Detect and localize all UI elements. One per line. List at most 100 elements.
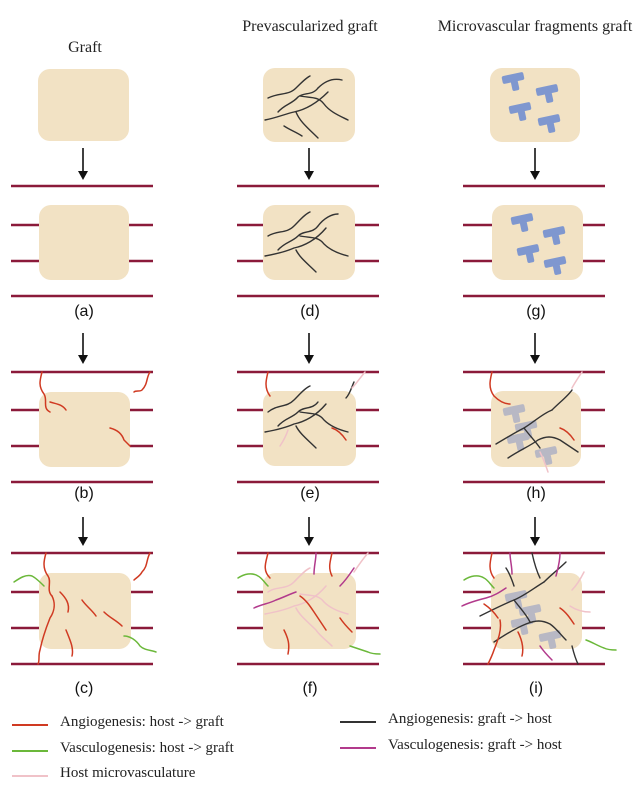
vasculogenesis-graft-host [555, 552, 561, 577]
vasculogenesis-vessel [13, 574, 45, 587]
graft-network-implanted [264, 211, 349, 273]
graft-vessel [264, 403, 327, 433]
angiogenesis-sprout [331, 427, 347, 441]
panel-label-g: (g) [526, 303, 546, 320]
graft-vessel [493, 620, 567, 643]
down-arrow [530, 148, 540, 180]
legend-label: Angiogenesis: graft -> host [388, 711, 552, 727]
angiogenesis-sprout [43, 552, 53, 597]
fragment-bar [534, 446, 558, 458]
fragment-bar [543, 256, 567, 268]
panel-label-i: (i) [528, 680, 544, 697]
graft-vessel [264, 91, 329, 121]
fragment-stem [546, 121, 556, 133]
graft-vessel [551, 389, 573, 411]
angiogenesis-sprout [109, 427, 131, 447]
arrow-head [304, 537, 314, 546]
graft-vessel [523, 427, 541, 449]
microvascular-fragment [535, 84, 559, 103]
graft-vessel [267, 75, 311, 99]
microvascular-fragment [501, 72, 525, 91]
angiogenesis-sprout [328, 552, 333, 577]
graft-vessel [267, 385, 311, 413]
host-microvessel [267, 567, 311, 593]
angiogenesis-sprout [517, 631, 524, 657]
arrow-head [530, 355, 540, 364]
angiogenesis-sprout [299, 595, 327, 631]
fragment-bar [508, 102, 532, 114]
microvascular-fragment [537, 114, 561, 133]
fragment-bar [510, 213, 534, 225]
host-microvessel [571, 571, 585, 591]
graft-vessel [299, 235, 349, 257]
arrow-head [78, 355, 88, 364]
microvascular-fragment [504, 590, 528, 609]
fragment-stem [544, 91, 554, 103]
vasculogenesis-vessel [585, 639, 617, 651]
arrow-head [530, 537, 540, 546]
column-heading-graft: Graft [68, 39, 102, 56]
arrow-head [530, 171, 540, 180]
vasculogenesis-graft-host [339, 567, 355, 587]
graft-network-initial [264, 75, 349, 139]
host-microvessel [539, 451, 549, 473]
fragment-bar [516, 244, 540, 256]
fragment-stem [525, 251, 535, 263]
legend-swatch [12, 750, 48, 752]
microvascular-fragment [508, 102, 532, 121]
fragment-stem [517, 109, 527, 121]
graft-vessel [267, 211, 311, 237]
legend-label: Vasculogenesis: host -> graft [60, 740, 234, 756]
angiogenesis-sprout [265, 371, 271, 397]
host-microvessel [264, 585, 327, 615]
angiogenesis-sprout [483, 603, 499, 619]
microvascular-fragment [502, 404, 526, 423]
fragment-bar [502, 404, 526, 416]
angiogenesis-sprout [37, 595, 55, 665]
graft-vessel [299, 95, 349, 121]
graft-vessel [571, 645, 579, 665]
microvascular-fragment [506, 432, 530, 451]
arrow-head [78, 171, 88, 180]
down-arrow [530, 333, 540, 364]
graft-vessel [277, 87, 319, 113]
vasculogenesis-graft-host [509, 552, 513, 575]
panel-label-e: (e) [300, 485, 320, 502]
angiogenesis-sprout [489, 371, 511, 405]
graft-vessel [317, 213, 339, 227]
host-microvessel [299, 593, 349, 615]
host-microvessel [351, 371, 366, 389]
column-heading-microvascular: Microvascular fragments graft [437, 18, 633, 35]
panel-label-a: (a) [74, 303, 94, 320]
fragment-stem [547, 637, 557, 649]
legend-label: Angiogenesis: host -> graft [60, 714, 224, 730]
fragment-stem [515, 439, 525, 451]
angiogenesis-sprout [65, 629, 74, 657]
arrow-head [304, 171, 314, 180]
panel-label-h: (h) [526, 485, 546, 502]
fragment-stem [513, 597, 523, 609]
microvascular-fragment [542, 226, 566, 245]
fragment-bar [535, 84, 559, 96]
host-microvessel [571, 371, 583, 389]
graft-block [39, 573, 131, 649]
angiogenesis-sprout [81, 599, 97, 617]
fragment-stem [510, 79, 520, 91]
vasculogenesis-vessel [463, 575, 495, 589]
angiogenesis-sprout [133, 552, 151, 581]
host-microvessel [279, 429, 289, 447]
host-microvessel [353, 552, 369, 573]
panel-label-c: (c) [74, 680, 94, 697]
graft-vessel [295, 249, 317, 273]
fragment-stem [519, 220, 529, 232]
angiogenesis-sprout [489, 552, 495, 579]
fragment-bar [538, 630, 562, 642]
graft-vessel [295, 111, 319, 139]
angiogenesis-sprout [133, 371, 151, 393]
vasculogenesis-graft-host [539, 645, 553, 661]
microvascular-fragment [534, 446, 558, 465]
host-microvessel [569, 605, 591, 613]
microvascular-fragment [516, 244, 540, 263]
host-microvessel [295, 607, 333, 647]
